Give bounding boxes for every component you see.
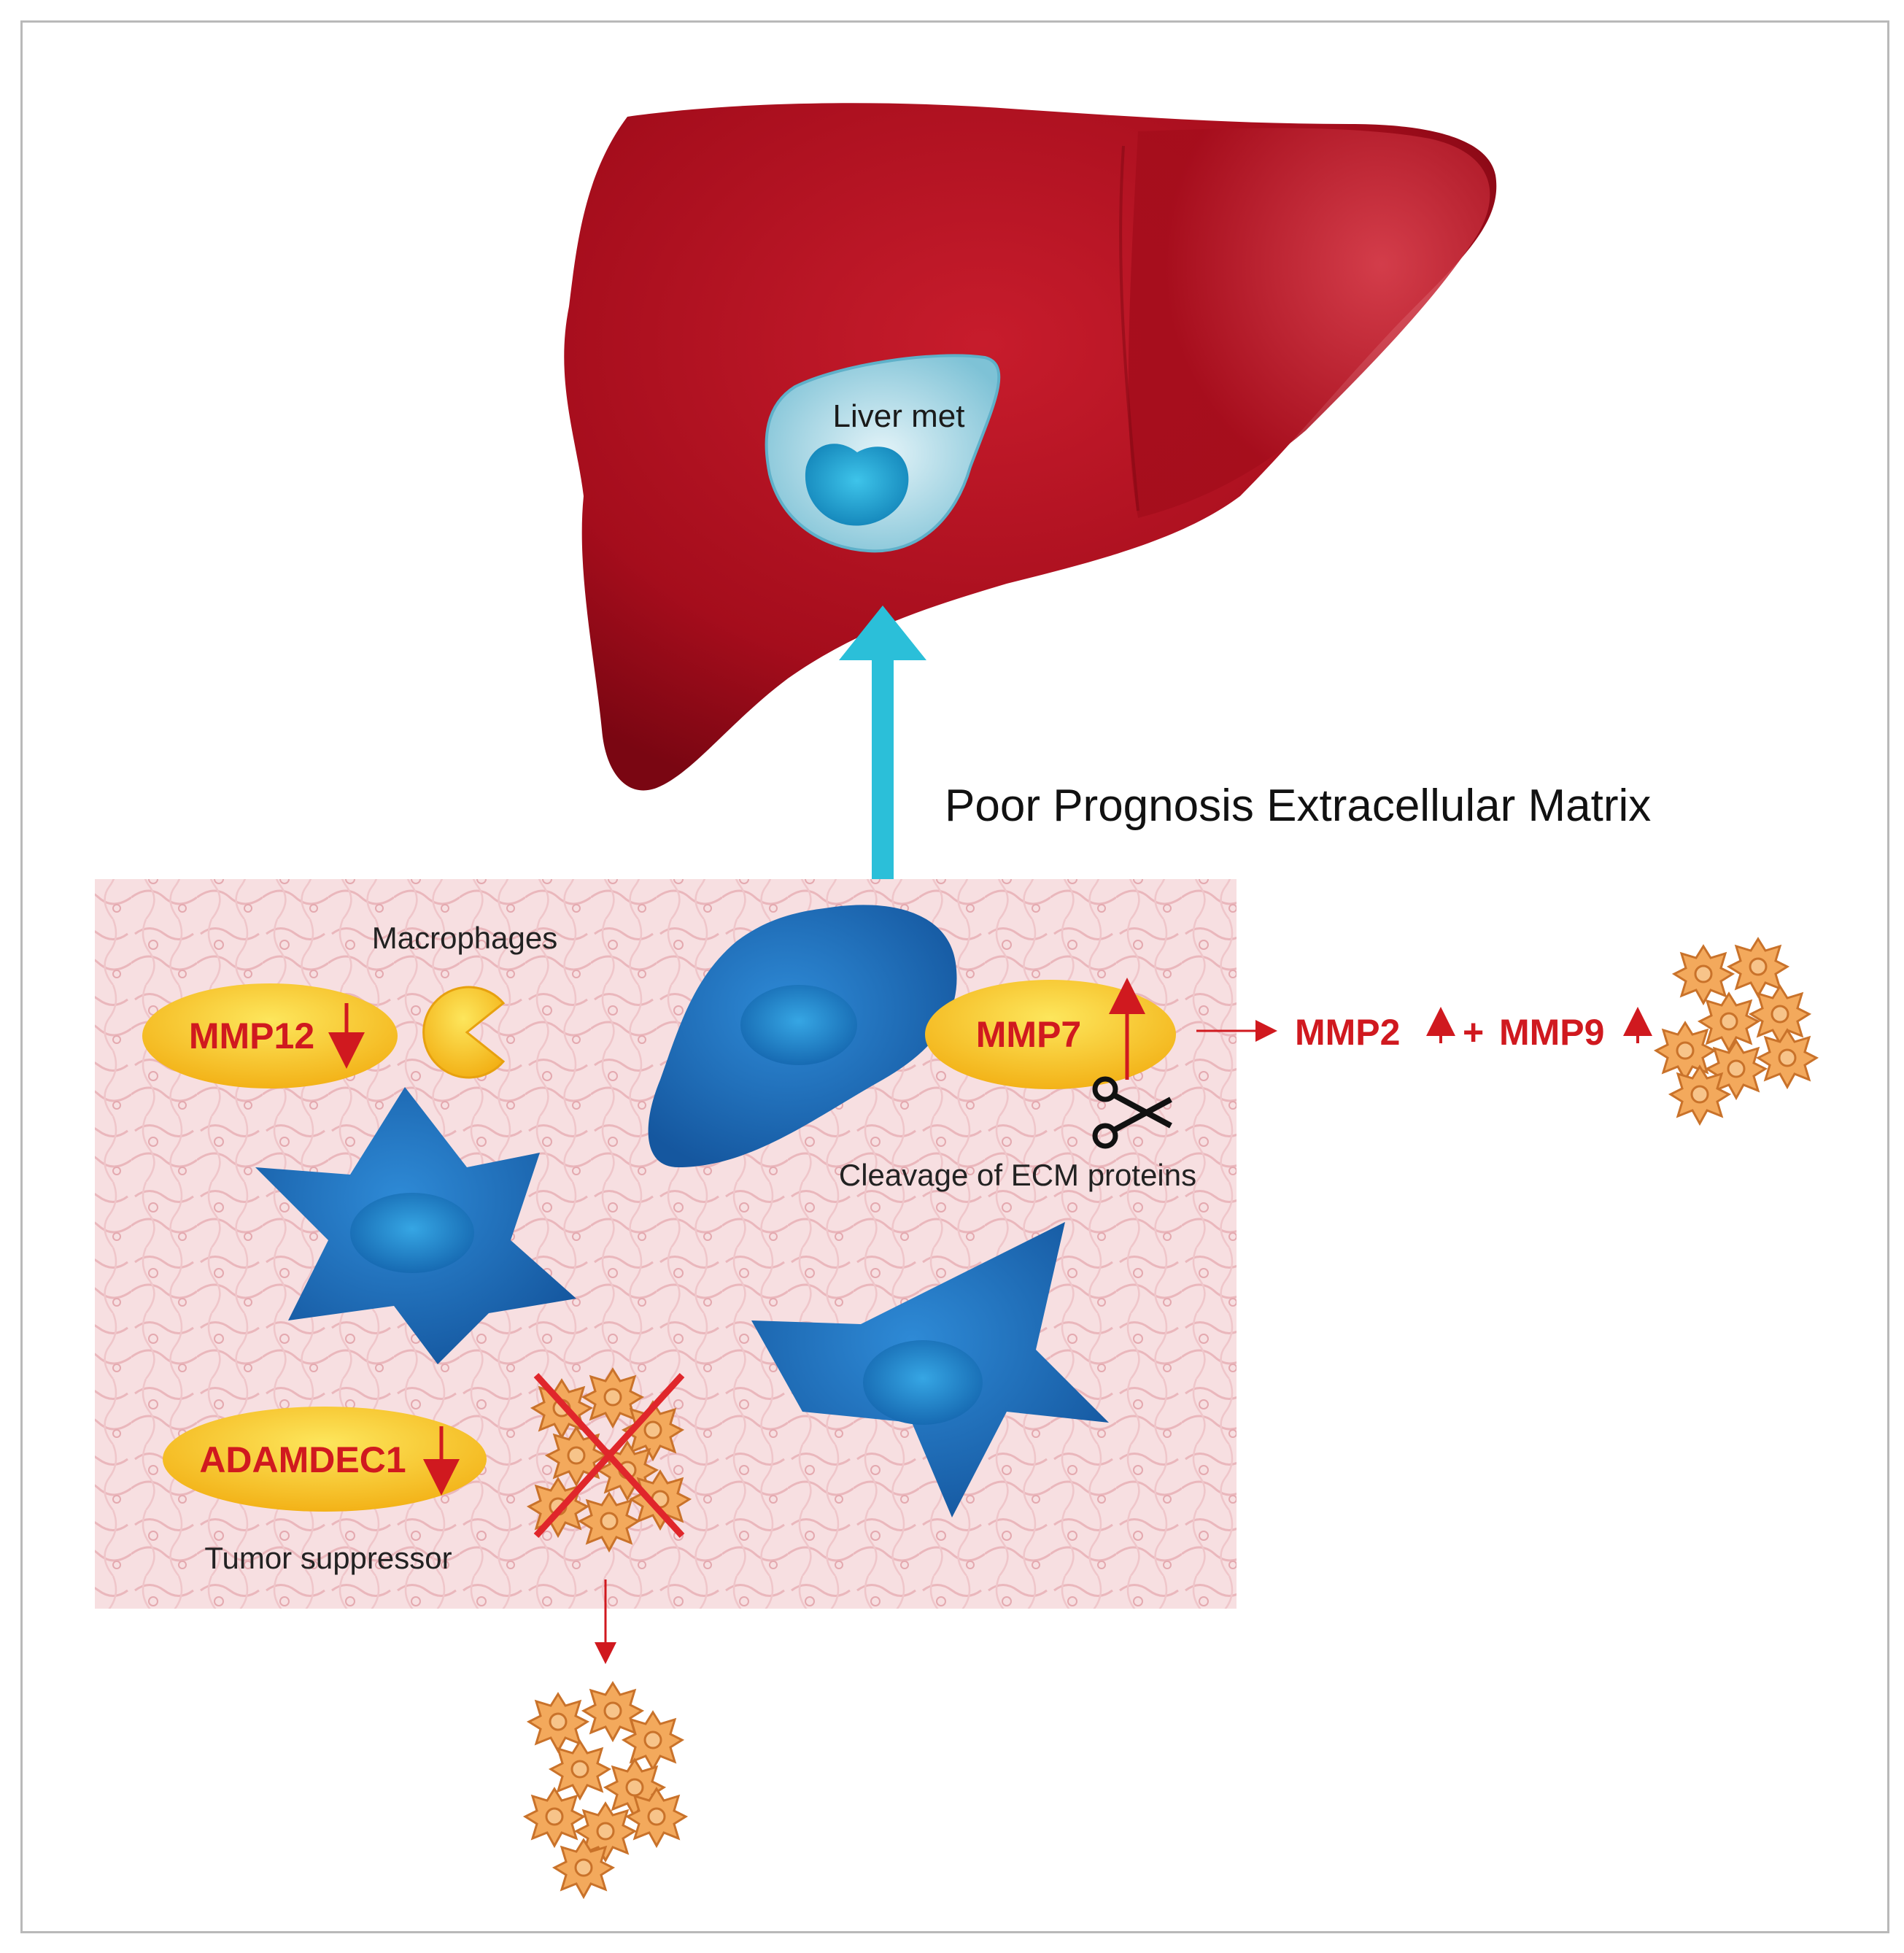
liver-met-label: Liver met	[833, 398, 965, 434]
tumor-cell-cluster-right	[1655, 937, 1818, 1125]
mmp2-label: MMP2	[1295, 1012, 1400, 1053]
ecm-cleavage-caption: Cleavage of ECM proteins	[839, 1158, 1196, 1192]
scissors-icon	[1092, 1076, 1172, 1149]
mmp7-label: MMP7	[976, 1014, 1081, 1055]
plus-sign: +	[1463, 1012, 1484, 1053]
stromal-cell-right	[751, 1222, 1109, 1517]
macrophages-label: Macrophages	[372, 921, 557, 955]
cross-mark-icon	[533, 1372, 685, 1539]
diagram-title: Poor Prognosis Extracellular Matrix	[945, 781, 1651, 831]
tumor-cell-cluster-bottom	[524, 1682, 687, 1898]
macrophage-shape	[422, 986, 506, 1079]
mmp9-label: MMP9	[1499, 1012, 1604, 1053]
adamdec1-label: ADAMDEC1	[199, 1439, 406, 1480]
mmp2-mmp9-products: MMP2 + MMP9	[1295, 1007, 1652, 1053]
mmp12-label: MMP12	[189, 1016, 314, 1056]
liver-metastasis: Liver met	[765, 354, 1001, 553]
stromal-cell-center	[648, 905, 957, 1167]
mmp12-enzyme: MMP12	[142, 983, 398, 1088]
stromal-cell-left	[255, 1087, 576, 1364]
adamdec1-enzyme: ADAMDEC1	[163, 1407, 487, 1512]
metastasis-arrow	[839, 606, 926, 897]
mmp7-enzyme: MMP7	[925, 978, 1176, 1089]
liver-organ	[564, 103, 1497, 791]
tumor-suppressor-caption: Tumor suppressor	[204, 1541, 452, 1575]
